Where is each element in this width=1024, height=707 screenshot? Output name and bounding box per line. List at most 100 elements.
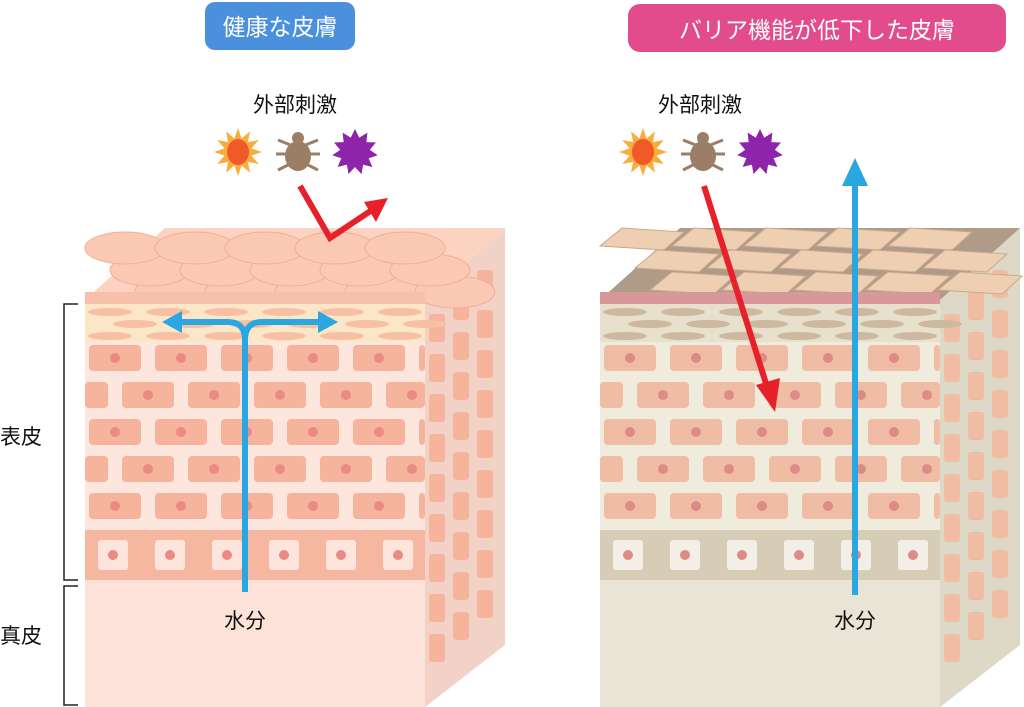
side-cell: [429, 514, 445, 542]
side-cell: [453, 412, 469, 440]
side-cell: [992, 390, 1008, 418]
granular-cell: [262, 308, 306, 316]
spinous-cell: [419, 345, 425, 371]
cell-nucleus: [658, 390, 668, 400]
damaged-stimulus-label: 外部刺激: [658, 93, 742, 117]
side-cell: [944, 634, 960, 662]
side-cell: [992, 310, 1008, 338]
cell-nucleus: [110, 501, 120, 511]
damaged-skin-badge: バリア機能が低下した皮膚: [628, 4, 1006, 52]
cell-nucleus: [209, 464, 219, 474]
sun-icon: [619, 128, 667, 176]
granular-cell: [686, 320, 730, 328]
side-cell: [992, 590, 1008, 618]
cell-nucleus: [143, 390, 153, 400]
side-cell: [477, 350, 493, 378]
cell-nucleus: [176, 353, 186, 363]
healthy-stimulus-label: 外部刺激: [253, 93, 337, 117]
granular-cell: [719, 332, 763, 340]
spinous-cell: [934, 493, 940, 519]
allergen-burst-icon: [332, 129, 378, 175]
cell-nucleus: [790, 390, 800, 400]
side-cell: [968, 532, 984, 560]
granular-cell: [628, 320, 672, 328]
side-cell: [968, 372, 984, 400]
peeling-scale: [886, 227, 974, 251]
moisture-arrowhead-left: [162, 311, 182, 333]
cell-nucleus: [407, 464, 417, 474]
granular-cell: [146, 308, 190, 316]
dermis-layer: [85, 580, 425, 707]
peeling-scale: [598, 227, 686, 251]
cell-nucleus: [737, 550, 747, 560]
cell-nucleus: [279, 550, 289, 560]
granular-cell: [661, 308, 705, 316]
granular-cell: [320, 332, 364, 340]
damaged-skin-block: [598, 227, 1024, 707]
cell-nucleus: [790, 464, 800, 474]
corneum-scale: [364, 231, 446, 265]
spinous-cell: [386, 382, 425, 408]
peeling-scale: [742, 227, 830, 251]
side-cell: [477, 470, 493, 498]
cell-nucleus: [908, 550, 918, 560]
granular-cell: [204, 332, 248, 340]
dermis-bracket: [63, 585, 78, 706]
cell-nucleus: [856, 464, 866, 474]
side-cell: [968, 292, 984, 320]
cell-nucleus: [889, 427, 899, 437]
granular-cell: [345, 320, 389, 328]
side-cell: [968, 492, 984, 520]
healthy-skin-block: [84, 228, 505, 707]
mite-icon: [276, 132, 320, 172]
healthy-stimulus-arrow-reflected: [297, 184, 388, 243]
side-cell: [429, 554, 445, 582]
epidermis-bracket: [63, 303, 78, 581]
cell-nucleus: [823, 427, 833, 437]
healthy-moisture-label: 水分: [224, 609, 266, 633]
cell-nucleus: [143, 464, 153, 474]
cell-nucleus: [823, 353, 833, 363]
stratum-basale: [85, 530, 425, 580]
cell-nucleus: [176, 501, 186, 511]
spinous-cell: [85, 456, 108, 482]
dermis-label: 真皮: [0, 624, 42, 648]
side-cell: [429, 314, 445, 342]
cell-nucleus: [922, 464, 932, 474]
damaged-moisture-arrow-escaping: [842, 158, 868, 595]
side-cell: [944, 354, 960, 382]
granular-cell: [860, 320, 904, 328]
spinous-cell: [901, 456, 940, 482]
cell-nucleus: [922, 390, 932, 400]
side-cell: [429, 474, 445, 502]
cell-nucleus: [680, 550, 690, 560]
peeling-scale: [921, 249, 1009, 273]
cell-nucleus: [374, 427, 384, 437]
damaged-stimulus-arrow-penetrating: [701, 185, 780, 412]
moisture-arrowhead-right: [318, 311, 338, 333]
granular-cell: [88, 308, 132, 316]
granular-cell: [113, 320, 157, 328]
side-cell: [944, 514, 960, 542]
granular-cell: [378, 332, 422, 340]
cell-nucleus: [374, 353, 384, 363]
cell-nucleus: [308, 427, 318, 437]
sun-icon: [214, 128, 262, 176]
cell-nucleus: [724, 464, 734, 474]
cell-nucleus: [407, 390, 417, 400]
allergen-burst-icon: [737, 129, 783, 175]
stratum-basale: [600, 530, 940, 580]
cell-nucleus: [209, 390, 219, 400]
peeling-scale: [936, 271, 1024, 295]
granular-cell: [777, 332, 821, 340]
side-cell: [992, 350, 1008, 378]
peeling-scale: [777, 249, 865, 273]
granular-cell: [893, 332, 937, 340]
side-cell: [944, 474, 960, 502]
side-cell: [453, 532, 469, 560]
cell-nucleus: [625, 353, 635, 363]
granular-cell: [918, 320, 962, 328]
peeling-scale: [670, 227, 758, 251]
cell-nucleus: [623, 550, 633, 560]
